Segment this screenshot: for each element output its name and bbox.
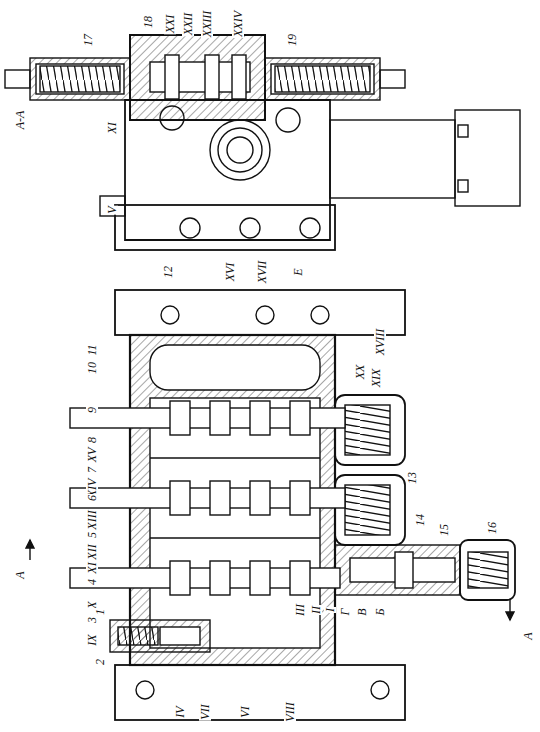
callout-label: Б — [374, 607, 386, 616]
callout-label: Г — [339, 608, 351, 617]
callout-label: 11 — [86, 343, 98, 356]
callout-label: 4 — [86, 578, 98, 586]
callout-label: 9 — [86, 406, 98, 414]
callout-label: 7 — [86, 466, 98, 474]
callout-label: XVIII — [374, 328, 386, 357]
callout-label: Е — [292, 267, 304, 276]
callout-label: 10 — [86, 361, 98, 375]
callout-label: 5 — [86, 531, 98, 539]
callout-label: 18 — [142, 15, 154, 29]
callout-label: 1 — [94, 608, 106, 616]
callout-label: 14 — [414, 513, 426, 527]
callout-label: 12 — [162, 265, 174, 279]
callout-label: 15 — [438, 523, 450, 537]
callout-label: III — [294, 603, 306, 617]
callout-label: А — [14, 570, 26, 579]
callout-label: 2 — [94, 658, 106, 666]
callout-label: 8 — [86, 436, 98, 444]
callout-label: IV — [174, 705, 186, 718]
callout-label: XX — [354, 364, 366, 381]
callout-label: А-А — [14, 110, 26, 131]
callout-label: 3 — [86, 616, 98, 624]
callout-label: XXIII — [201, 10, 213, 39]
callout-label: XV — [86, 447, 98, 464]
callout-label: В — [356, 607, 368, 616]
callout-label: II — [310, 605, 322, 615]
callout-label: XXI — [164, 14, 176, 35]
callout-label: XXII — [182, 12, 194, 37]
callout-label: XXIV — [232, 10, 244, 38]
callout-label: 19 — [286, 33, 298, 47]
callout-label: I — [324, 607, 336, 613]
callout-label: 13 — [406, 471, 418, 485]
callout-label: XII — [86, 543, 98, 560]
callout-label: А — [522, 631, 534, 640]
callout-label: V — [106, 205, 118, 214]
callout-label: XI — [106, 121, 118, 134]
callout-label: VIII — [284, 701, 296, 722]
callout-label: IX — [86, 633, 98, 646]
callout-label: XIII — [86, 509, 98, 530]
callout-label: VI — [239, 705, 251, 718]
callout-label: VII — [199, 703, 211, 720]
callout-label: XIX — [370, 368, 382, 389]
callout-label: 16 — [486, 521, 498, 535]
callout-label: XI — [86, 561, 98, 574]
callout-label: 6 — [86, 494, 98, 502]
callout-label: 17 — [82, 33, 94, 47]
callout-label: XVI — [224, 262, 236, 283]
callout-label: XVII — [256, 260, 268, 285]
